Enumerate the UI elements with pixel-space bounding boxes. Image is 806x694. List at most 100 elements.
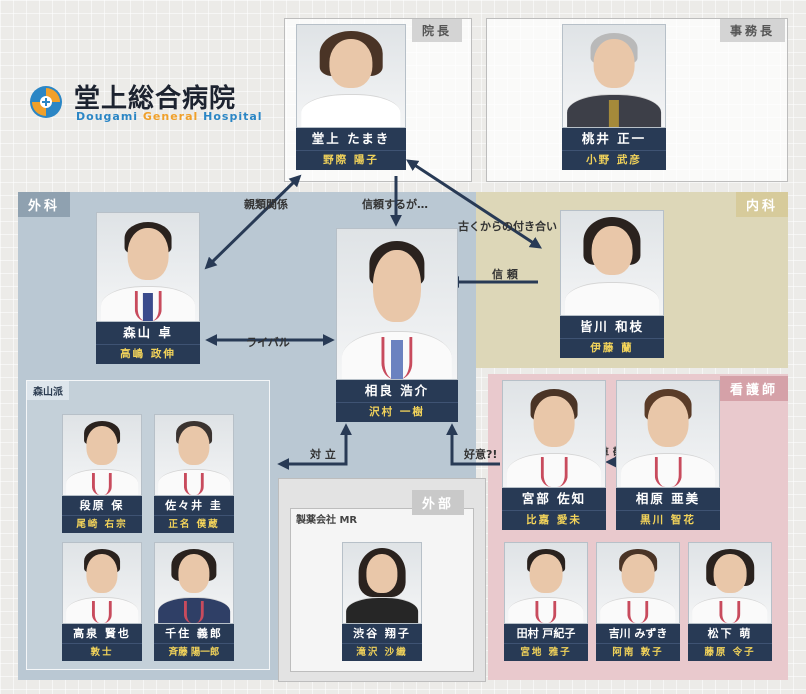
card-aihara: 相原 亜美 黒川 智花	[616, 380, 720, 530]
actor-shibuya: 滝沢 沙織	[342, 643, 422, 661]
name-sasai: 佐々井 圭	[165, 499, 223, 512]
photo-matsushita	[688, 542, 772, 624]
name-takaizumi: 高泉 賢也	[73, 627, 131, 640]
namebar-takaizumi: 高泉 賢也 敦士	[62, 624, 142, 661]
card-yoshikawa: 吉川 みずき 阿南 敦子	[596, 542, 680, 661]
hospital-logo: 堂上総合病院 Dougami General Hospital	[28, 78, 278, 128]
surgery-label: 外科	[18, 192, 71, 217]
photo-minagawa	[560, 210, 664, 316]
name-yoshikawa: 吉川 みずき	[608, 627, 668, 640]
arrow-old-acquaintance	[405, 159, 543, 249]
hospital-name-jp: 堂上総合病院	[74, 84, 237, 114]
name-matsushita: 松下 萌	[707, 627, 753, 640]
namebar-danbara: 段原 保 尾崎 右宗	[62, 496, 142, 533]
name-minagawa: 皆川 和枝	[579, 319, 645, 334]
photo-miyabe	[502, 380, 606, 488]
photo-tamura	[504, 542, 588, 624]
card-matsushita: 松下 萌 藤原 令子	[688, 542, 772, 661]
card-danbara: 段原 保 尾崎 右宗	[62, 414, 142, 533]
actor-minagawa: 伊藤 蘭	[560, 338, 664, 358]
photo-sasai	[154, 414, 234, 496]
relation-relatives: 親類関係	[244, 198, 288, 211]
photo-takaizumi	[62, 542, 142, 624]
namebar-yoshikawa: 吉川 みずき 阿南 敦子	[596, 624, 680, 661]
namebar-momoi: 桃井 正一 小野 武彦	[562, 128, 666, 170]
namebar-senju: 千住 義郎 斉藤 陽一郎	[154, 624, 234, 661]
hospital-name-en-3: Hospital	[203, 110, 263, 123]
card-moriyama: 森山 卓 高嶋 政伸	[96, 212, 200, 364]
card-tamura: 田村 戸紀子 宮地 雅子	[504, 542, 588, 661]
moriyama-faction-label: 森山派	[27, 381, 69, 400]
name-danbara: 段原 保	[79, 499, 125, 512]
actor-miyabe: 比嘉 愛未	[502, 510, 606, 530]
name-tamaki: 堂上 たまき	[311, 131, 391, 146]
name-aira: 相良 浩介	[364, 383, 430, 398]
relation-old-acquaintance: 古くからの付き合い	[458, 220, 557, 233]
name-aihara: 相原 亜美	[635, 491, 701, 506]
card-minagawa: 皆川 和枝 伊藤 蘭	[560, 210, 664, 358]
relation-affection: 好意?!	[464, 448, 498, 461]
relation-rival: ライバル	[246, 336, 290, 349]
namebar-shibuya: 渋谷 翔子 滝沢 沙織	[342, 624, 422, 661]
relation-trust: 信 頼	[492, 268, 518, 281]
namebar-aihara: 相原 亜美 黒川 智花	[616, 488, 720, 530]
hospital-logo-icon	[30, 86, 62, 118]
name-tamura: 田村 戸紀子	[516, 627, 576, 640]
photo-yoshikawa	[596, 542, 680, 624]
namebar-sasai: 佐々井 圭 正名 僕蔵	[154, 496, 234, 533]
hospital-name-en-2: General	[142, 110, 199, 123]
namebar-aira: 相良 浩介 沢村 一樹	[336, 380, 458, 422]
name-moriyama: 森山 卓	[123, 325, 173, 340]
arrow-relatives	[204, 174, 302, 270]
nurse-label: 看護師	[719, 376, 788, 401]
office-manager-label: 事務長	[720, 19, 786, 42]
namebar-tamaki: 堂上 たまき 野際 陽子	[296, 128, 406, 170]
photo-senju	[154, 542, 234, 624]
actor-senju: 斉藤 陽一郎	[154, 643, 234, 661]
namebar-tamura: 田村 戸紀子 宮地 雅子	[504, 624, 588, 661]
actor-takaizumi: 敦士	[62, 643, 142, 661]
card-senju: 千住 義郎 斉藤 陽一郎	[154, 542, 234, 661]
photo-momoi	[562, 24, 666, 128]
actor-sasai: 正名 僕蔵	[154, 515, 234, 533]
photo-danbara	[62, 414, 142, 496]
internal-medicine-label: 内科	[735, 192, 788, 217]
card-takaizumi: 高泉 賢也 敦士	[62, 542, 142, 661]
hospital-name-en-1: Dougami	[76, 110, 139, 123]
arrow-opposition	[277, 423, 352, 470]
actor-aihara: 黒川 智花	[616, 510, 720, 530]
actor-moriyama: 高嶋 政伸	[96, 344, 200, 364]
card-aira: 相良 浩介 沢村 一樹	[336, 228, 458, 422]
namebar-matsushita: 松下 萌 藤原 令子	[688, 624, 772, 661]
pharma-mr-label: 製薬会社 MR	[296, 515, 358, 526]
namebar-minagawa: 皆川 和枝 伊藤 蘭	[560, 316, 664, 358]
actor-danbara: 尾崎 右宗	[62, 515, 142, 533]
name-momoi: 桃井 正一	[581, 131, 647, 146]
hospital-name-en: Dougami General Hospital	[76, 110, 263, 123]
external-label: 外部	[412, 490, 465, 515]
photo-aihara	[616, 380, 720, 488]
actor-yoshikawa: 阿南 敦子	[596, 643, 680, 661]
card-sasai: 佐々井 圭 正名 僕蔵	[154, 414, 234, 533]
card-momoi: 桃井 正一 小野 武彦	[562, 24, 666, 172]
relation-trust-but: 信頼するが…	[362, 198, 428, 211]
actor-tamura: 宮地 雅子	[504, 643, 588, 661]
name-senju: 千住 義郎	[165, 627, 223, 640]
name-shibuya: 渋谷 翔子	[353, 627, 411, 640]
actor-matsushita: 藤原 令子	[688, 643, 772, 661]
photo-moriyama	[96, 212, 200, 322]
name-miyabe: 宮部 佐知	[521, 491, 587, 506]
actor-aira: 沢村 一樹	[336, 402, 458, 422]
card-miyabe: 宮部 佐知 比嘉 愛未	[502, 380, 606, 530]
actor-tamaki: 野際 陽子	[296, 150, 406, 170]
namebar-moriyama: 森山 卓 高嶋 政伸	[96, 322, 200, 364]
director-label: 院長	[412, 19, 463, 42]
namebar-miyabe: 宮部 佐知 比嘉 愛未	[502, 488, 606, 530]
card-tamaki: 堂上 たまき 野際 陽子	[296, 24, 406, 172]
photo-tamaki	[296, 24, 406, 128]
arrow-affection	[446, 423, 500, 466]
relation-opposition: 対 立	[310, 448, 336, 461]
photo-aira	[336, 228, 458, 380]
actor-momoi: 小野 武彦	[562, 150, 666, 170]
